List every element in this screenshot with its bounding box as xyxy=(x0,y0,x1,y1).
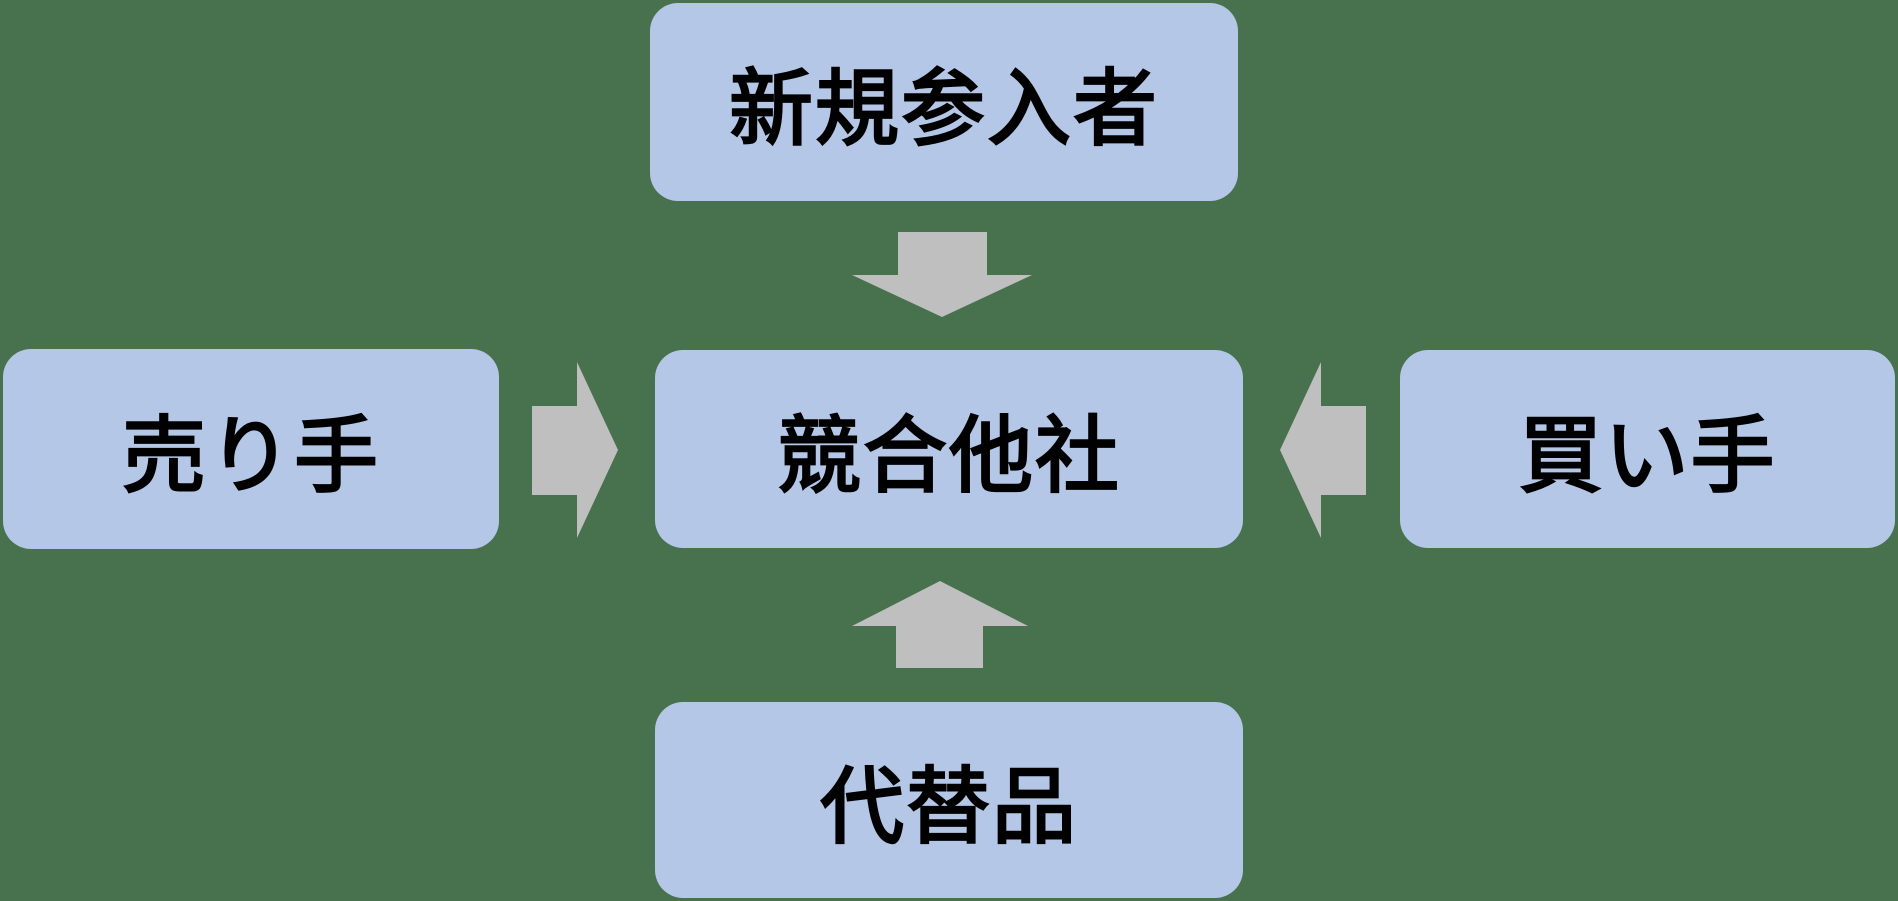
node-sellers-label: 売り手 xyxy=(121,409,380,503)
right-arrow-icon xyxy=(532,362,618,538)
node-substitutes: 代替品 xyxy=(655,702,1243,898)
node-competitors-label: 競合他社 xyxy=(776,409,1121,503)
node-competitors: 競合他社 xyxy=(655,350,1243,548)
node-buyers-label: 買い手 xyxy=(1518,409,1777,503)
node-new-entrants-label: 新規参入者 xyxy=(728,62,1159,156)
node-buyers: 買い手 xyxy=(1400,350,1895,548)
node-sellers: 売り手 xyxy=(3,349,499,549)
node-new-entrants: 新規参入者 xyxy=(650,3,1238,201)
up-arrow-icon xyxy=(852,581,1028,668)
down-arrow-icon xyxy=(852,232,1032,317)
node-substitutes-label: 代替品 xyxy=(819,760,1078,854)
left-arrow-icon xyxy=(1280,362,1366,538)
